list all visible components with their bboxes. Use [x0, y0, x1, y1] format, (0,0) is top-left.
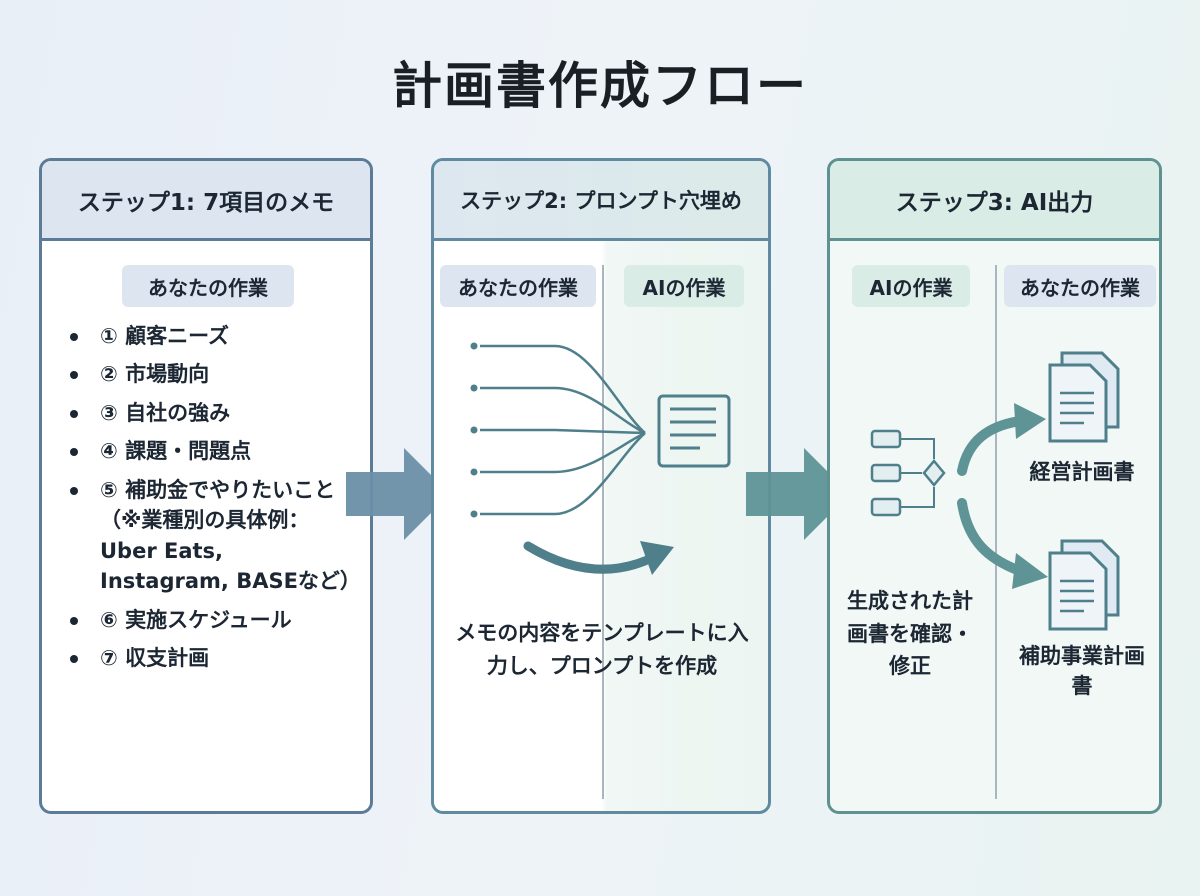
memo-item-1: ① 顧客ニーズ — [66, 321, 356, 351]
step1-role-tag: あなたの作業 — [122, 265, 294, 307]
memo-item-6: ⑥ 実施スケジュール — [66, 605, 356, 635]
step2-header: ステップ2: プロンプト穴埋め — [434, 161, 768, 241]
memo-item-7: ⑦ 収支計画 — [66, 643, 356, 673]
step1-panel: ステップ1: 7項目のメモ あなたの作業 ① 顧客ニーズ ② 市場動向 ③ 自社… — [39, 158, 373, 814]
page-title: 計画書作成フロー — [392, 57, 808, 115]
document-stack-icon — [1048, 539, 1120, 631]
document-stack-icon — [1048, 351, 1120, 443]
flow-arrow-2-icon — [746, 448, 850, 540]
step1-header: ステップ1: 7項目のメモ — [42, 161, 370, 241]
output1-label: 経営計画書 — [1029, 460, 1135, 484]
flowchart-icon — [870, 429, 946, 517]
step3-role-you-tag: あなたの作業 — [1004, 265, 1156, 307]
step3-divider — [995, 265, 997, 799]
memo-item-5: ⑤ 補助金でやりたいこと（※業種別の具体例：Uber Eats, Instagr… — [66, 475, 361, 597]
bullet-list-icon — [470, 342, 646, 518]
memo-item-3: ③ 自社の強み — [66, 398, 356, 428]
output2-label: 補助事業計画書 — [1019, 644, 1145, 699]
step3-description: 生成された計画書を確認・修正 — [847, 589, 973, 679]
step2-panel: ステップ2: プロンプト穴埋め あなたの作業 AIの作業 — [431, 158, 771, 814]
memo-item-list: ① 顧客ニーズ ② 市場動向 ③ 自社の強み ④ 課題・問題点 ⑤ 補助金でやり… — [66, 321, 361, 681]
step3-role-ai-tag: AIの作業 — [852, 265, 970, 307]
step2-role-ai-tag: AIの作業 — [624, 265, 744, 307]
flow-arrow-1-icon — [346, 448, 450, 540]
step2-description: メモの内容をテンプレートに入力し、プロンプトを作成 — [455, 621, 749, 678]
memo-item-4: ④ 課題・問題点 — [66, 436, 356, 466]
memo-item-2: ② 市場動向 — [66, 359, 356, 389]
template-document-icon — [657, 394, 731, 468]
branch-arrows-icon — [957, 403, 1048, 589]
step2-divider — [602, 265, 604, 799]
step2-role-you-tag: あなたの作業 — [440, 265, 596, 307]
step3-header: ステップ3: AI出力 — [830, 161, 1159, 241]
curved-arrow-icon — [523, 541, 674, 575]
step3-panel: ステップ3: AI出力 AIの作業 あなたの作業 — [827, 158, 1162, 814]
